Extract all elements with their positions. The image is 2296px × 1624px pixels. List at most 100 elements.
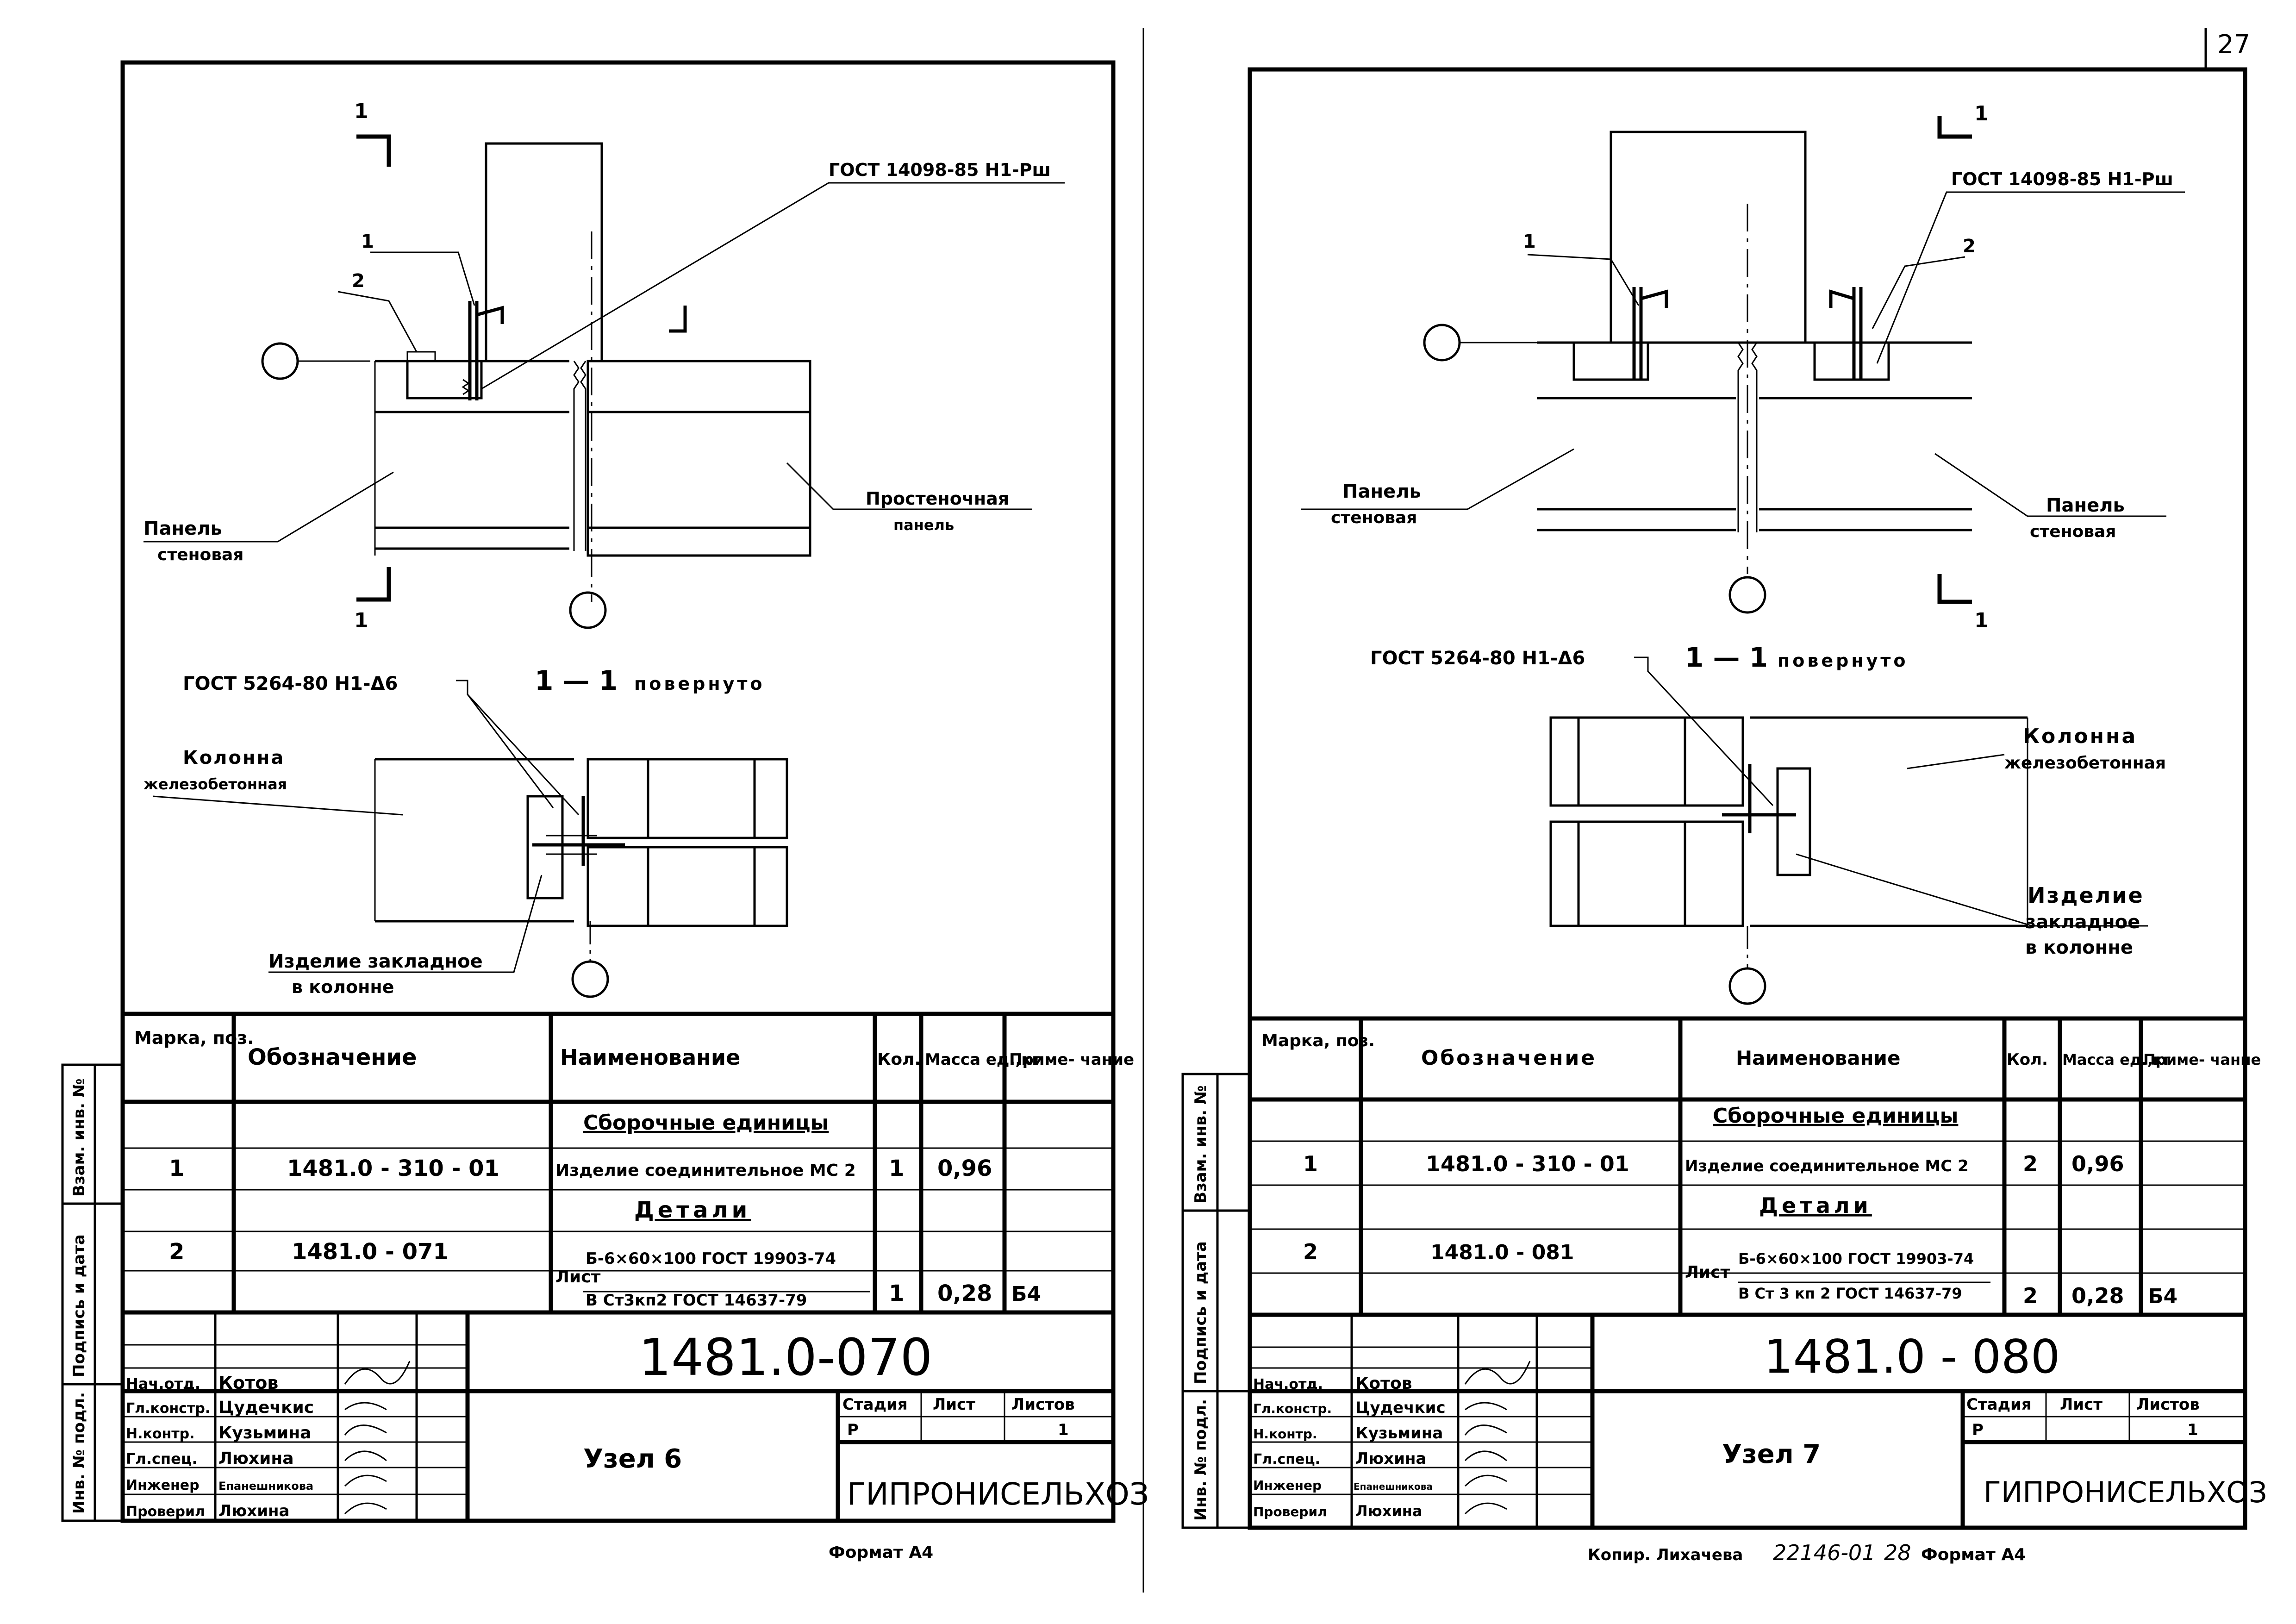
right-section-detail [1549, 656, 2148, 1005]
left-title-block [123, 1312, 1113, 1521]
right-panel-left-2: стеновая [1331, 508, 1417, 527]
right-role-2: Н.контр. [1253, 1426, 1317, 1442]
right-spec-table [1250, 1016, 2245, 1317]
right-row2-prefix: Лист [1685, 1263, 1730, 1282]
left-embed-1: Изделие закладное [268, 951, 483, 972]
right-name-5: Люхина [1355, 1502, 1422, 1520]
right-node: Узел 7 [1722, 1439, 1821, 1469]
left-sheet: Инв. № подл. Подпись и дата Взам. инв. № [61, 60, 1149, 1562]
right-section-title-num: 1 — 1 [1685, 642, 1768, 673]
left-grid-circle-a [261, 342, 299, 380]
right-section-mark-top: 1 [1974, 102, 1989, 125]
left-th-name: Наименование [560, 1045, 740, 1070]
right-role-5: Проверил [1253, 1504, 1327, 1519]
left-role-2: Н.контр. [126, 1426, 194, 1442]
left-stamp-sign: Подпись и дата [70, 1234, 88, 1377]
left-role-1: Гл.констр. [126, 1400, 210, 1417]
left-row2-prefix: Лист [555, 1268, 600, 1287]
left-gost-weld: ГОСТ 5264-80 Н1-Δ6 [183, 673, 398, 694]
right-group-assembly: Сборочные единицы [1713, 1104, 1958, 1128]
left-th-mark: Марка, поз. [134, 1028, 254, 1048]
right-name-4: Епанешникова [1354, 1481, 1433, 1492]
right-role-1: Гл.констр. [1253, 1401, 1332, 1416]
page-number: 27 [2217, 30, 2250, 60]
left-sheets-value: 1 [1058, 1421, 1069, 1439]
left-embed-2: в колонне [292, 977, 394, 997]
left-name-4: Епанешникова [218, 1480, 313, 1493]
left-pos2-label: 2 [352, 270, 365, 292]
left-section-title-word: повернуто [634, 674, 765, 694]
left-name-3: Люхина [218, 1449, 294, 1468]
left-name-5: Люхина [218, 1502, 289, 1520]
left-panel-wall-1: Панель [144, 518, 222, 539]
right-group-details: Детали [1759, 1193, 1872, 1218]
right-column-2: железобетонная [2004, 754, 2166, 773]
left-row1-pos: 1 [169, 1156, 184, 1181]
right-section-mark-bottom: 1 [1974, 609, 1989, 632]
right-section-title-word: повернуто [1778, 650, 1909, 671]
right-th-note: Приме- чание [2143, 1051, 2261, 1068]
left-section-mark-top: 1 [354, 100, 368, 123]
right-stage-label: Стадия [1966, 1395, 2032, 1414]
right-row2-pos: 2 [1303, 1239, 1318, 1264]
left-grid-circle-c [571, 960, 609, 998]
right-column-1: Колонна [2023, 725, 2137, 748]
right-sheets-label: Листов [2136, 1395, 2200, 1414]
right-th-name: Наименование [1736, 1047, 1900, 1069]
right-grid-circle-b [1728, 576, 1766, 614]
right-row1-designation: 1481.0 - 310 - 01 [1426, 1151, 1629, 1176]
left-stage-value: Р [847, 1421, 859, 1439]
left-signatures [344, 1361, 411, 1515]
left-org: ГИПРОНИСЕЛЬХОЗ [847, 1476, 1149, 1512]
right-row2-designation: 1481.0 - 081 [1430, 1241, 1574, 1264]
right-row2-name-bottom: В Ст 3 кп 2 ГОСТ 14637-79 [1738, 1285, 1962, 1302]
left-th-designation: Обозначение [248, 1044, 417, 1070]
right-org: ГИПРОНИСЕЛЬХОЗ [1984, 1475, 2267, 1509]
right-pos1-label: 1 [1523, 231, 1536, 252]
right-plan-detail [1301, 116, 2185, 614]
left-node: Узел 6 [583, 1444, 682, 1474]
left-row2-pos: 2 [169, 1239, 184, 1265]
right-grid-circle-c [1728, 967, 1766, 1005]
left-group-details: Детали [634, 1197, 751, 1223]
right-title-block [1250, 1315, 2245, 1528]
left-role-5: Проверил [126, 1504, 205, 1520]
left-frame [120, 60, 1116, 1523]
left-format: Формат А4 [829, 1543, 933, 1562]
right-gost-weld: ГОСТ 5264-80 Н1-Δ6 [1370, 648, 1585, 669]
right-panel-left-1: Панель [1342, 481, 1421, 502]
right-th-qty: Кол. [2007, 1050, 2048, 1069]
right-order-num: 28 [1884, 1540, 1911, 1565]
left-row2-designation: 1481.0 - 071 [292, 1239, 449, 1265]
right-name-3: Люхина [1355, 1449, 1426, 1468]
left-spec-table [123, 1012, 1113, 1315]
right-embed-3: в колонне [2025, 937, 2133, 958]
right-sheets-value: 1 [2187, 1421, 2198, 1439]
right-panel-right-2: стеновая [2030, 522, 2116, 541]
left-panel-pier-1: Простеночная [866, 488, 1009, 509]
right-name-0: Котов [1355, 1374, 1412, 1393]
left-column-1: Колонна [183, 747, 285, 768]
right-copy: Копир. Лихачева [1588, 1546, 1743, 1564]
left-name-1: Цудечкис [218, 1398, 314, 1417]
left-name-2: Кузьмина [218, 1424, 311, 1443]
left-plan-detail [144, 134, 1065, 629]
left-pos1-label: 1 [361, 231, 374, 252]
right-stamp-sign: Подпись и дата [1192, 1241, 1210, 1384]
right-gost-bolt: ГОСТ 14098-85 Н1-Рш [1951, 169, 2173, 189]
right-th-mark: Марка, поз. [1261, 1031, 1375, 1050]
right-format: Формат А4 [1921, 1545, 2026, 1564]
right-row2-qty: 2 [2023, 1283, 2038, 1308]
left-section-title-num: 1 — 1 [535, 665, 618, 696]
left-row2-name-bottom: В Ст3кп2 ГОСТ 14637-79 [586, 1291, 807, 1310]
right-role-4: Инженер [1253, 1478, 1322, 1493]
left-th-note: Приме- чание [1009, 1050, 1134, 1069]
right-row2-name-top: Б-6×60×100 ГОСТ 19903-74 [1738, 1250, 1974, 1268]
left-name-0: Котов [218, 1373, 278, 1393]
left-row1-mass: 0,96 [937, 1156, 992, 1181]
right-code: 1481.0 - 080 [1764, 1330, 2060, 1384]
left-column-2: железобетонная [144, 775, 287, 793]
right-row1-name: Изделие соединительное МС 2 [1685, 1157, 1969, 1175]
right-signatures [1464, 1361, 1531, 1515]
